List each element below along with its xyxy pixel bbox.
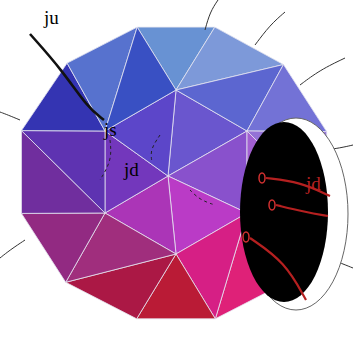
face [105, 27, 176, 131]
hole [240, 122, 328, 302]
faces [21, 27, 328, 319]
link-line [205, 0, 218, 30]
face [21, 131, 105, 214]
puncture [259, 173, 265, 183]
dashed-line [151, 135, 160, 162]
ju-line [30, 34, 104, 120]
puncture [243, 232, 249, 242]
face [21, 213, 105, 282]
puncture-line [276, 205, 328, 216]
spin-label: ju [44, 8, 59, 27]
spin-label: js [104, 120, 117, 139]
spin-label: jd [306, 174, 321, 193]
link-line [0, 112, 20, 120]
spin-label: jd [124, 160, 139, 179]
dashed-line [100, 140, 111, 180]
puncture-line [250, 238, 306, 300]
link-line [0, 240, 25, 258]
face [21, 131, 105, 213]
link-line [255, 12, 285, 45]
dashed-line [190, 190, 215, 205]
link-line [300, 58, 345, 85]
puncture [269, 200, 275, 210]
